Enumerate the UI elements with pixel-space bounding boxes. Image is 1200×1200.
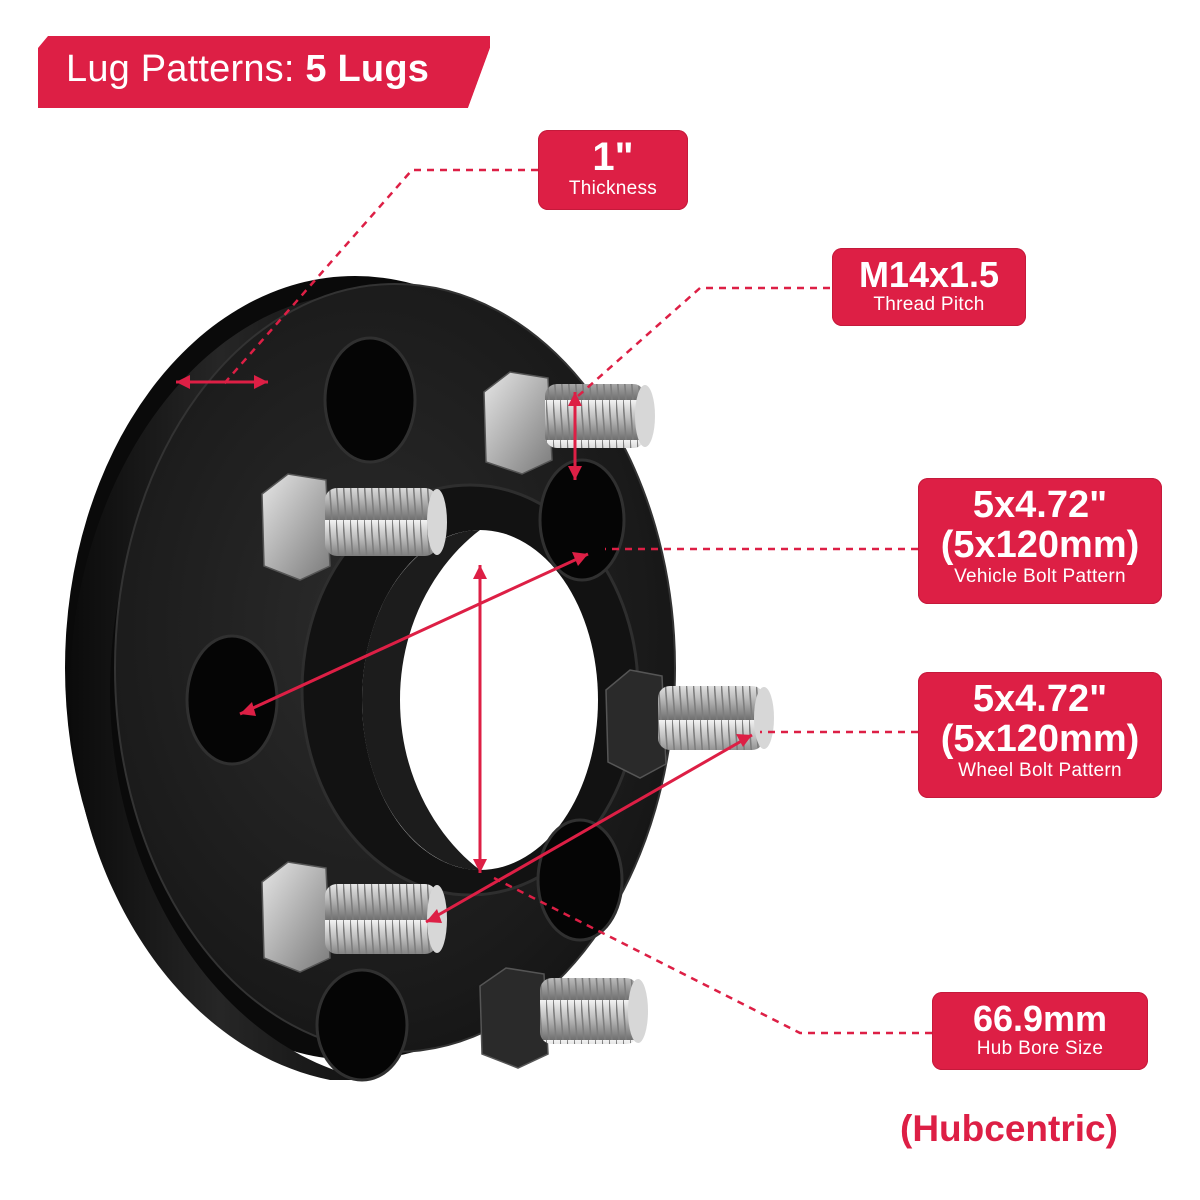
lug-stud-2	[261, 473, 447, 581]
wheel-bolt-pattern-tag: 5x4.72" (5x120mm) Wheel Bolt Pattern	[918, 672, 1162, 798]
thickness-tag: 1" Thickness	[538, 130, 688, 210]
thread-pitch-value: M14x1.5	[858, 254, 1000, 295]
leader-thread	[577, 286, 830, 397]
thread-pitch-label: Thread Pitch	[873, 293, 985, 315]
vehicle-pattern-mm: (5x120mm)	[940, 523, 1140, 566]
thickness-value: 1"	[592, 135, 634, 179]
banner-text: Lug Patterns: 5 Lugs	[66, 48, 429, 91]
thread-pitch-tag: M14x1.5 Thread Pitch	[832, 248, 1026, 326]
hub-bore-value: 66.9mm	[972, 998, 1108, 1039]
vehicle-pattern-label: Vehicle Bolt Pattern	[954, 565, 1126, 587]
banner-shape	[38, 36, 490, 108]
banner-prefix: Lug Patterns:	[66, 48, 306, 90]
wheel-pattern-mm: (5x120mm)	[940, 717, 1140, 760]
leader-hub-bore	[489, 874, 932, 1035]
lug-stud-3	[605, 669, 774, 779]
lug-stud-5	[479, 967, 648, 1069]
lug-stud-4	[261, 861, 447, 973]
wheel-pattern-inch: 5x4.72"	[972, 678, 1108, 720]
arrow-heads	[176, 375, 752, 923]
hubcentric-note: (Hubcentric)	[900, 1108, 1118, 1149]
banner-value: 5 Lugs	[305, 48, 430, 90]
leader-thickness	[221, 168, 538, 387]
arrow-wheel-pattern	[425, 733, 753, 924]
thickness-label: Thickness	[568, 178, 658, 199]
lug-pattern-banner: Lug Patterns: 5 Lugs	[38, 36, 490, 108]
vehicle-bolt-pattern-tag: 5x4.72" (5x120mm) Vehicle Bolt Pattern	[918, 478, 1162, 604]
hub-bore-label: Hub Bore Size	[976, 1037, 1104, 1059]
wheel-pattern-label: Wheel Bolt Pattern	[958, 759, 1122, 781]
bolt-holes	[185, 336, 626, 1082]
hub-bore-tag: 66.9mm Hub Bore Size	[932, 992, 1148, 1070]
dimension-annotations	[176, 168, 932, 1035]
vehicle-pattern-inch: 5x4.72"	[972, 484, 1108, 526]
arrow-vehicle-pattern	[239, 552, 589, 716]
lug-stud-1	[483, 371, 655, 475]
